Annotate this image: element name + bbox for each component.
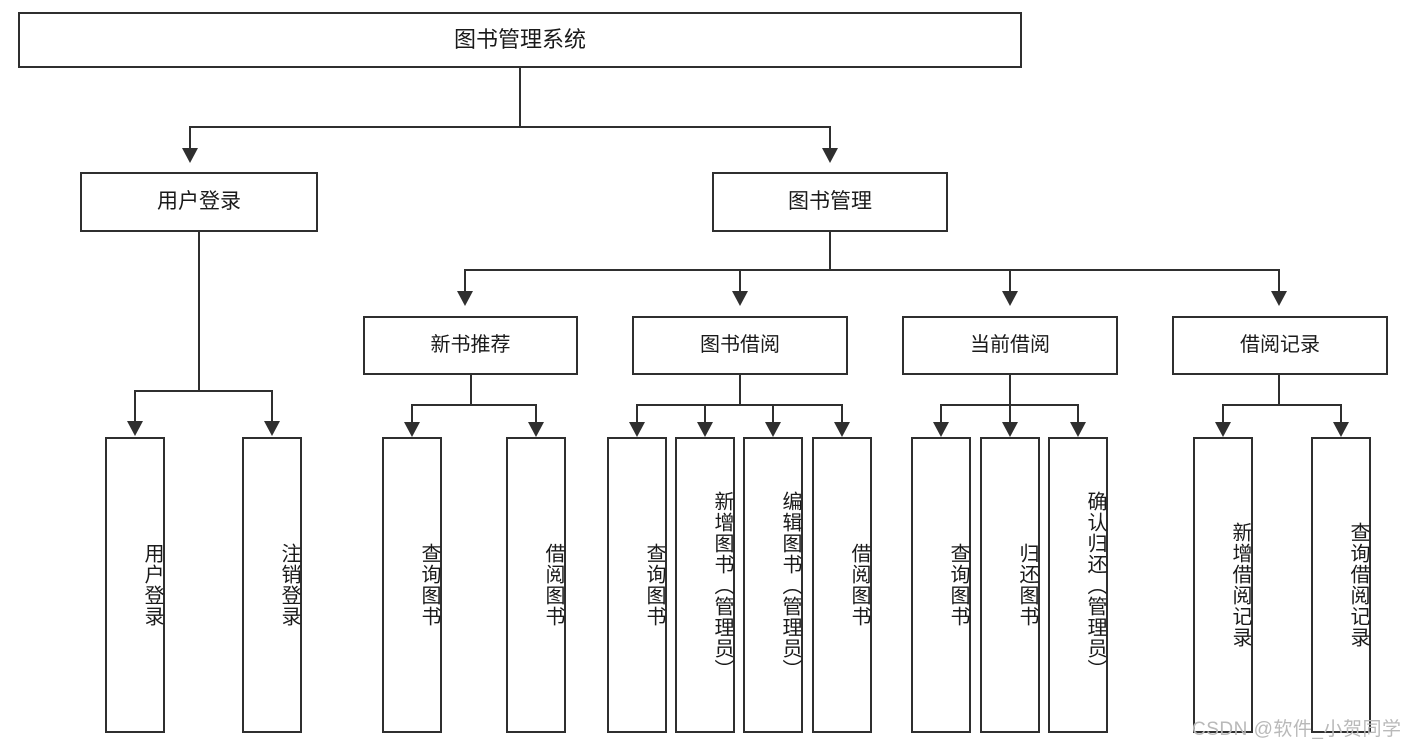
- connector-root-stem: [519, 68, 521, 126]
- connector-drop-new-book-recommend: [464, 269, 466, 291]
- arrowhead-leaf-br-2: [1333, 422, 1349, 437]
- leaf-bb-edit-book-admin[interactable]: 编辑图书（管理员）: [743, 437, 803, 733]
- connector-new-book-recommend-bus: [411, 404, 536, 406]
- node-label: 新书推荐: [430, 333, 511, 356]
- connector-drop-leaf-nbr-1: [411, 404, 413, 422]
- arrowhead-leaf-bb-3: [765, 422, 781, 437]
- connector-drop-leaf-cb-1: [940, 404, 942, 422]
- leaf-nbr-query-book[interactable]: 查询图书: [382, 437, 442, 733]
- connector-user-login-bus: [134, 390, 272, 392]
- node-label: 当前借阅: [970, 333, 1050, 356]
- node-label: 查询图书: [643, 543, 665, 627]
- connector-drop-leaf-cb-3: [1077, 404, 1079, 422]
- leaf-bb-borrow-book[interactable]: 借阅图书: [812, 437, 872, 733]
- arrowhead-leaf-cb-2: [1002, 422, 1018, 437]
- node-label: 新增借阅记录: [1229, 522, 1251, 648]
- connector-new-book-recommend-stem: [470, 375, 472, 405]
- node-label: 注销登录: [278, 543, 300, 627]
- arrowhead-book-borrow: [732, 291, 748, 306]
- arrowhead-leaf-bb-1: [629, 422, 645, 437]
- node-label: 确认归还（管理员）: [1084, 490, 1106, 680]
- connector-drop-book-management: [829, 126, 831, 148]
- node-new-book-recommend[interactable]: 新书推荐: [363, 316, 578, 375]
- node-user-login[interactable]: 用户登录: [80, 172, 318, 232]
- arrowhead-borrow-record: [1271, 291, 1287, 306]
- node-label: 借阅图书: [848, 543, 870, 627]
- node-book-management[interactable]: 图书管理: [712, 172, 948, 232]
- node-borrow-record[interactable]: 借阅记录: [1172, 316, 1388, 375]
- node-label: 查询图书: [947, 543, 969, 627]
- connector-drop-leaf-bb-1: [636, 404, 638, 422]
- node-current-borrow[interactable]: 当前借阅: [902, 316, 1118, 375]
- node-label: 编辑图书（管理员）: [779, 490, 801, 680]
- connector-drop-leaf-user-login-2: [271, 390, 273, 421]
- leaf-nbr-borrow-book[interactable]: 借阅图书: [506, 437, 566, 733]
- node-label: 用户登录: [157, 189, 241, 213]
- connector-drop-leaf-bb-3: [772, 404, 774, 422]
- connector-borrow-record-bus: [1222, 404, 1341, 406]
- node-label: 图书管理: [788, 189, 872, 213]
- leaf-cb-query-book[interactable]: 查询图书: [911, 437, 971, 733]
- arrowhead-leaf-bb-2: [697, 422, 713, 437]
- connector-book-borrow-bus: [636, 404, 842, 406]
- leaf-cb-return-book[interactable]: 归还图书: [980, 437, 1040, 733]
- node-label: 图书管理系统: [453, 27, 586, 53]
- node-label: 借阅记录: [1240, 333, 1320, 356]
- connector-drop-leaf-br-2: [1340, 404, 1342, 422]
- arrowhead-leaf-nbr-1: [404, 422, 420, 437]
- connector-drop-leaf-user-login-1: [134, 390, 136, 421]
- arrowhead-leaf-nbr-2: [528, 422, 544, 437]
- arrowhead-leaf-bb-4: [834, 422, 850, 437]
- arrowhead-leaf-user-login-2: [264, 421, 280, 436]
- node-label: 用户登录: [141, 543, 163, 627]
- arrowhead-user-login: [182, 148, 198, 163]
- connector-borrow-record-stem: [1278, 375, 1280, 405]
- arrowhead-new-book-recommend: [457, 291, 473, 306]
- connector-current-borrow-stem: [1009, 375, 1011, 405]
- connector-drop-borrow-record: [1278, 269, 1280, 291]
- node-label: 借阅图书: [542, 543, 564, 627]
- leaf-br-add-record[interactable]: 新增借阅记录: [1193, 437, 1253, 733]
- connector-level3-bus: [464, 269, 1280, 271]
- leaf-bb-query-book[interactable]: 查询图书: [607, 437, 667, 733]
- leaf-user-login-login[interactable]: 用户登录: [105, 437, 165, 733]
- node-label: 归还图书: [1016, 543, 1038, 627]
- leaf-bb-add-book-admin[interactable]: 新增图书（管理员）: [675, 437, 735, 733]
- arrowhead-current-borrow: [1002, 291, 1018, 306]
- leaf-user-login-logout[interactable]: 注销登录: [242, 437, 302, 733]
- node-root-book-management-system[interactable]: 图书管理系统: [18, 12, 1022, 68]
- node-label: 新增图书（管理员）: [711, 490, 733, 680]
- connector-drop-book-borrow: [739, 269, 741, 291]
- connector-drop-leaf-nbr-2: [535, 404, 537, 422]
- connector-user-login-stem: [198, 232, 200, 392]
- csdn-watermark: CSDN @软件_小贺同学: [1192, 714, 1401, 741]
- watermark-text: CSDN @软件_小贺同学: [1192, 719, 1402, 740]
- connector-drop-user-login: [189, 126, 191, 148]
- arrowhead-leaf-cb-1: [933, 422, 949, 437]
- arrowhead-book-management: [822, 148, 838, 163]
- connector-book-management-stem: [829, 232, 831, 270]
- connector-drop-leaf-bb-2: [704, 404, 706, 422]
- connector-book-borrow-stem: [739, 375, 741, 405]
- connector-drop-leaf-bb-4: [841, 404, 843, 422]
- connector-drop-leaf-br-1: [1222, 404, 1224, 422]
- arrowhead-leaf-cb-3: [1070, 422, 1086, 437]
- arrowhead-leaf-user-login-1: [127, 421, 143, 436]
- leaf-cb-confirm-return-admin[interactable]: 确认归还（管理员）: [1048, 437, 1108, 733]
- connector-level2-bus: [189, 126, 831, 128]
- connector-drop-leaf-cb-2: [1009, 404, 1011, 422]
- arrowhead-leaf-br-1: [1215, 422, 1231, 437]
- node-label: 查询图书: [418, 543, 440, 627]
- node-label: 查询借阅记录: [1347, 522, 1369, 648]
- node-book-borrow[interactable]: 图书借阅: [632, 316, 848, 375]
- connector-drop-current-borrow: [1009, 269, 1011, 291]
- leaf-br-query-record[interactable]: 查询借阅记录: [1311, 437, 1371, 733]
- node-label: 图书借阅: [700, 333, 780, 356]
